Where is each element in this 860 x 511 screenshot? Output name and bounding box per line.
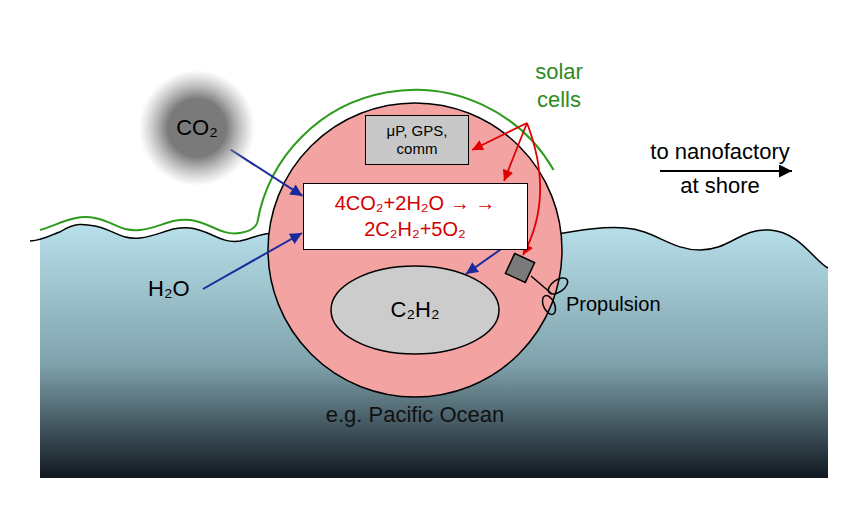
power-arrow (504, 123, 527, 181)
reaction-box: 4CO₂+2H₂O → → 2C₂H₂+5O₂ (303, 183, 528, 250)
solar-cells-label: solar cells (522, 58, 596, 114)
node-text: C₂H₂ (391, 297, 440, 323)
node-text: 4CO₂+2H₂O → → 2C₂H₂+5O₂ (334, 190, 496, 242)
wave-surface (545, 228, 828, 268)
propulsion-motor (505, 253, 534, 282)
water-label: H₂O (148, 276, 190, 302)
node-text: μP, GPS, comm (381, 122, 453, 158)
tank-outline (331, 266, 499, 354)
gas-cloud-fill (139, 70, 255, 186)
gas-cloud: CO₂ (139, 70, 255, 186)
delivery-arrow (660, 170, 792, 172)
propeller-blade (540, 294, 558, 317)
storage-tank: C₂H₂ (330, 265, 500, 355)
propulsion-label: Propulsion (566, 292, 661, 316)
electronics-box: μP, GPS, comm (365, 115, 469, 165)
flow-arrow (466, 250, 501, 274)
floating-buoy (268, 103, 562, 397)
destination-label: to nanofactory at shore (640, 135, 800, 203)
node-text: CO₂ (176, 115, 218, 141)
propeller-shaft (531, 276, 552, 294)
location-label: e.g. Pacific Ocean (300, 402, 530, 428)
water-intake-arrow (203, 233, 302, 289)
